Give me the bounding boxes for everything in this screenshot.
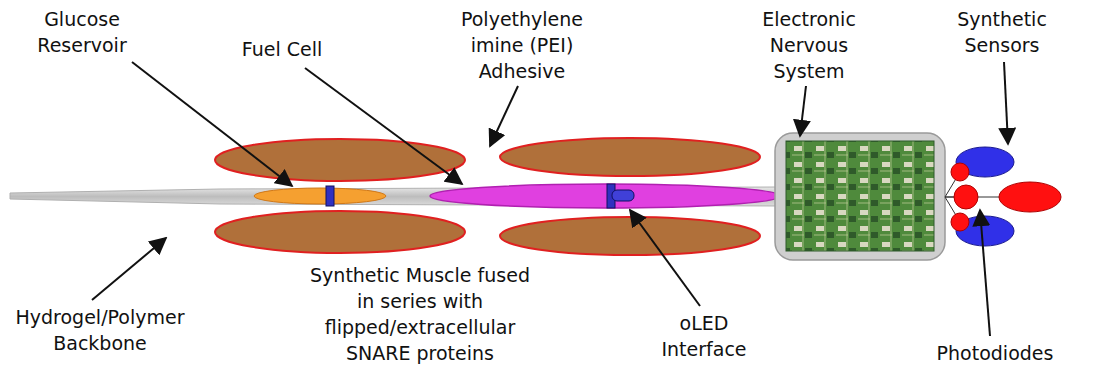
fuel-cell [430,184,780,208]
synthetic-sensors [951,147,1061,246]
callout-label: oLED Interface [652,310,756,362]
nervous-system-housing [775,133,945,260]
oled-interface [612,190,634,201]
callout-label: Synthetic Muscle fused in series with fl… [304,262,536,366]
callout-label: Glucose Reservoir [23,6,141,58]
callout-label: Synthetic Sensors [946,6,1058,58]
callout-label: Polyethylene imine (PEI) Adhesive [452,6,592,84]
sensor-wires [945,172,1000,222]
connector-block [326,186,334,206]
callout-label: Fuel Cell [242,36,322,62]
callout-label: Electronic Nervous System [747,6,871,84]
leader-arrows [92,62,1008,336]
circuit-board [786,141,934,251]
callout-label: Photodiodes [937,340,1054,366]
glucose-reservoir [254,188,386,204]
callout-label: Hydrogel/Polymer Backbone [8,304,193,356]
